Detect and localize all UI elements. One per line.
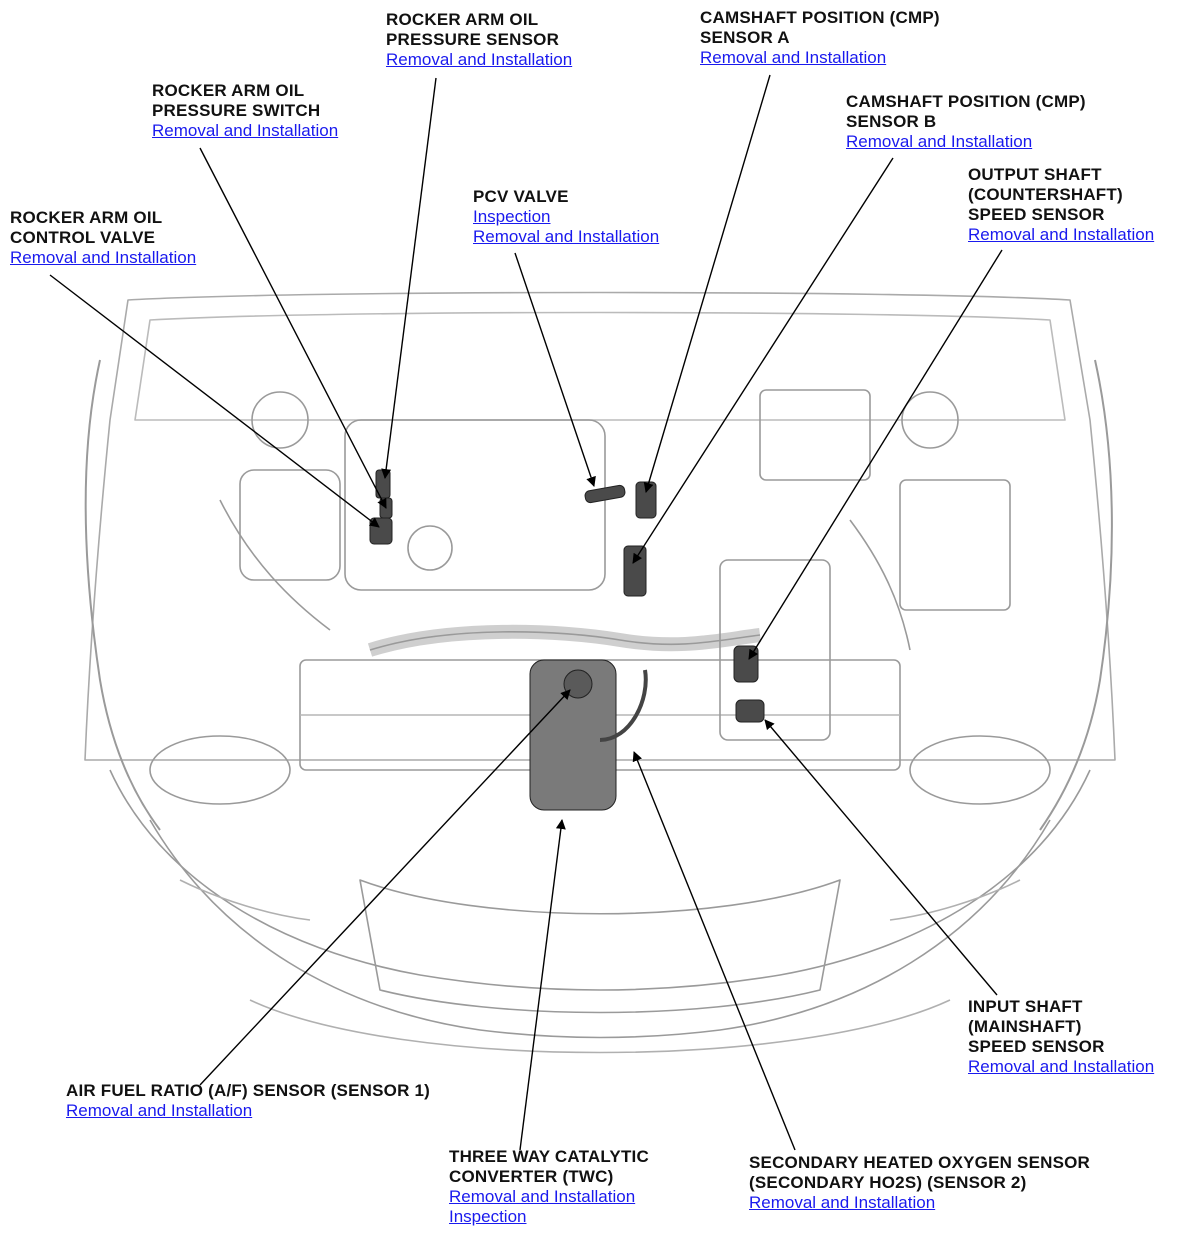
secondary-ho2s-removal-link[interactable]: Removal and Installation: [749, 1193, 936, 1212]
leader-rocker-control-valve: [49, 274, 380, 528]
leader-secondary-ho2s: [632, 751, 796, 1151]
oil-filler-cap: [407, 525, 453, 571]
lower-lip: [249, 999, 951, 1054]
rocker-oil-pressure-switch-title: ROCKER ARM OIL PRESSURE SWITCH: [152, 81, 321, 120]
battery: [899, 479, 1011, 611]
rocker-oil-pressure-sensor-title: ROCKER ARM OIL PRESSURE SENSOR: [386, 10, 560, 49]
callout-rocker-oil-control-valve: ROCKER ARM OIL CONTROL VALVE Removal and…: [10, 208, 196, 268]
callout-rocker-oil-pressure-switch: ROCKER ARM OIL PRESSURE SWITCH Removal a…: [152, 81, 338, 141]
engine-cover: [344, 419, 606, 591]
callout-output-shaft-sensor: OUTPUT SHAFT (COUNTERSHAFT) SPEED SENSOR…: [968, 165, 1154, 245]
leader-lines: [49, 74, 1003, 1151]
cmp-sensor-b-part: [623, 545, 647, 597]
callout-secondary-ho2s: SECONDARY HEATED OXYGEN SENSOR (SECONDAR…: [749, 1153, 1090, 1213]
rocker-oil-control-valve-title: ROCKER ARM OIL CONTROL VALVE: [10, 208, 163, 247]
hose-left: [219, 499, 331, 631]
callout-pcv-valve: PCV VALVE Inspection Removal and Install…: [473, 187, 659, 247]
rocker-oil-control-valve-removal-link[interactable]: Removal and Installation: [10, 248, 197, 267]
secondary-ho2s-title: SECONDARY HEATED OXYGEN SENSOR (SECONDAR…: [749, 1153, 1091, 1192]
callout-twc: THREE WAY CATALYTIC CONVERTER (TWC) Remo…: [449, 1147, 649, 1227]
left-fender: [84, 359, 161, 831]
callout-rocker-oil-pressure-sensor: ROCKER ARM OIL PRESSURE SENSOR Removal a…: [386, 10, 572, 70]
pcv-valve-inspection-link[interactable]: Inspection: [473, 207, 551, 226]
callout-af-sensor: AIR FUEL RATIO (A/F) SENSOR (SENSOR 1) R…: [66, 1081, 430, 1121]
leader-af-sensor: [199, 689, 571, 1086]
leader-input-shaft-sensor: [764, 719, 998, 996]
bumper-lower: [149, 819, 1051, 1039]
callout-camshaft-sensor-b: CAMSHAFT POSITION (CMP) SENSOR B Removal…: [846, 92, 1086, 152]
input-shaft-sensor-part: [735, 699, 765, 723]
right-fender: [1039, 359, 1113, 831]
camshaft-sensor-a-title: CAMSHAFT POSITION (CMP) SENSOR A: [700, 8, 940, 47]
input-shaft-sensor-title: INPUT SHAFT (MAINSHAFT) SPEED SENSOR: [968, 997, 1105, 1056]
air-intake-duct: [367, 624, 761, 657]
leader-output-shaft-sensor: [748, 249, 1003, 660]
camshaft-sensor-b-removal-link[interactable]: Removal and Installation: [846, 132, 1033, 151]
twc-title: THREE WAY CATALYTIC CONVERTER (TWC): [449, 1147, 649, 1186]
grille-outline: [359, 879, 841, 1014]
pcv-valve-title: PCV VALVE: [473, 187, 569, 206]
camshaft-sensor-b-title: CAMSHAFT POSITION (CMP) SENSOR B: [846, 92, 1086, 131]
left-strut-tower: [251, 391, 309, 449]
camshaft-sensor-a-removal-link[interactable]: Removal and Installation: [700, 48, 887, 67]
leader-rocker-pressure-switch: [199, 147, 387, 509]
hose-right: [849, 519, 911, 651]
leader-twc: [519, 819, 566, 1151]
input-shaft-sensor-removal-link[interactable]: Removal and Installation: [968, 1057, 1155, 1076]
rocker-oil-pressure-switch-removal-link[interactable]: Removal and Installation: [152, 121, 339, 140]
callout-input-shaft-sensor: INPUT SHAFT (MAINSHAFT) SPEED SENSOR Rem…: [968, 997, 1154, 1077]
callout-camshaft-sensor-a: CAMSHAFT POSITION (CMP) SENSOR A Removal…: [700, 8, 940, 68]
cmp-sensor-a-part: [635, 481, 657, 519]
air-box: [719, 559, 831, 741]
af-sensor-removal-link[interactable]: Removal and Installation: [66, 1101, 253, 1120]
ho2s-wire: [599, 669, 648, 742]
twc-inspection-link[interactable]: Inspection: [449, 1207, 527, 1226]
coolant-reservoir: [239, 469, 341, 581]
leader-pcv-valve: [514, 252, 596, 487]
twc-removal-link[interactable]: Removal and Installation: [449, 1187, 636, 1206]
pcv-valve-removal-link[interactable]: Removal and Installation: [473, 227, 660, 246]
output-shaft-sensor-removal-link[interactable]: Removal and Installation: [968, 225, 1155, 244]
left-fog-lamp: [179, 879, 311, 921]
right-strut-tower: [901, 391, 959, 449]
right-fog-lamp: [889, 879, 1021, 921]
right-headlamp: [909, 735, 1051, 805]
air-intake-outline: [369, 631, 761, 651]
leader-rocker-pressure-sensor: [381, 77, 437, 479]
left-headlamp: [149, 735, 291, 805]
leader-cmp-sensor-b: [632, 157, 894, 564]
pcv-valve-part: [584, 484, 626, 504]
af-sensor-part: [563, 669, 593, 699]
af-sensor-title: AIR FUEL RATIO (A/F) SENSOR (SENSOR 1): [66, 1081, 430, 1100]
front-bumper: [109, 769, 1091, 991]
leader-cmp-sensor-a: [643, 74, 771, 493]
output-shaft-sensor-title: OUTPUT SHAFT (COUNTERSHAFT) SPEED SENSOR: [968, 165, 1123, 224]
hood-outline: [84, 291, 1116, 761]
hood-inner: [134, 311, 1066, 421]
fuse-box: [759, 389, 871, 481]
rocker-oil-pressure-sensor-removal-link[interactable]: Removal and Installation: [386, 50, 573, 69]
